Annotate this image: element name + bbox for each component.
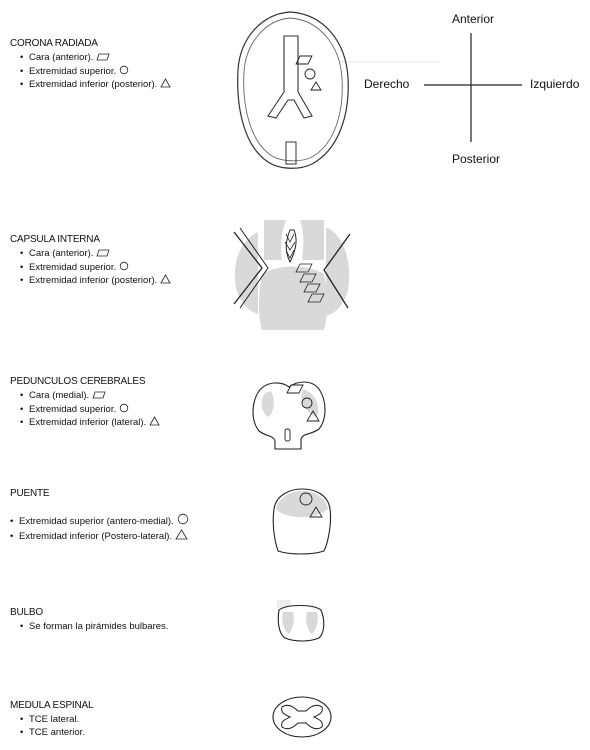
circle-icon bbox=[177, 513, 189, 525]
list-item: •Extremidad superior. bbox=[20, 261, 171, 275]
item-list: •TCE lateral. •TCE anterior. bbox=[10, 714, 93, 739]
section-title: BULBO bbox=[10, 607, 168, 618]
section-title: PEDUNCULOS CEREBRALES bbox=[10, 376, 160, 387]
circle-icon bbox=[119, 403, 129, 413]
item-list: •Cara (anterior). •Extremidad superior. … bbox=[10, 248, 171, 288]
parallelogram-icon bbox=[96, 249, 110, 257]
list-item: •Se forman la pirámides bulbares. bbox=[20, 621, 168, 634]
list-item: •Extremidad inferior (posterior). bbox=[20, 274, 171, 288]
bulbo-diagram bbox=[273, 598, 333, 648]
item-text: Extremidad inferior (posterior). bbox=[29, 275, 157, 286]
parallelogram-icon bbox=[92, 391, 106, 399]
corona-radiada-diagram bbox=[228, 8, 358, 176]
section-medula-espinal: MEDULA ESPINAL •TCE lateral. •TCE anteri… bbox=[10, 700, 93, 739]
item-list: •Extremidad superior (antero-medial). •E… bbox=[10, 513, 189, 545]
section-pedunculos-cerebrales: PEDUNCULOS CEREBRALES •Cara (medial). •E… bbox=[10, 376, 160, 430]
item-list: •Cara (medial). •Extremidad superior. •E… bbox=[10, 390, 160, 430]
list-item: •TCE anterior. bbox=[20, 727, 93, 740]
item-text: Cara (anterior). bbox=[29, 248, 93, 259]
item-text: Extremidad superior. bbox=[29, 262, 116, 273]
item-text: Cara (medial). bbox=[29, 390, 89, 401]
list-item: •Cara (anterior). bbox=[20, 248, 171, 261]
triangle-icon bbox=[175, 529, 188, 540]
item-text: Extremidad inferior (lateral). bbox=[29, 417, 146, 428]
item-text: Se forman la pirámides bulbares. bbox=[29, 621, 168, 632]
circle-icon bbox=[119, 261, 129, 271]
list-item: •Extremidad inferior (Postero-lateral). bbox=[10, 529, 189, 545]
triangle-icon bbox=[149, 416, 160, 426]
list-item: •TCE lateral. bbox=[20, 714, 93, 727]
list-item: •Cara (medial). bbox=[20, 390, 160, 403]
section-capsula-interna: CAPSULA INTERNA •Cara (anterior). •Extre… bbox=[10, 234, 171, 288]
section-title: CAPSULA INTERNA bbox=[10, 234, 171, 245]
section-title: MEDULA ESPINAL bbox=[10, 700, 93, 711]
list-item: •Extremidad superior (antero-medial). bbox=[10, 513, 189, 529]
section-title: PUENTE bbox=[10, 488, 189, 499]
capsula-interna-diagram bbox=[228, 220, 358, 335]
item-list: •Se forman la pirámides bulbares. bbox=[10, 621, 168, 634]
item-text: Extremidad superior (antero-medial). bbox=[19, 516, 174, 527]
item-text: TCE anterior. bbox=[29, 727, 85, 738]
section-puente: PUENTE •Extremidad superior (antero-medi… bbox=[10, 488, 189, 545]
list-item: •Extremidad inferior (lateral). bbox=[20, 416, 160, 430]
list-item: •Extremidad superior. bbox=[20, 403, 160, 417]
pedunculos-diagram bbox=[245, 375, 335, 455]
item-text: Extremidad inferior (Postero-lateral). bbox=[19, 531, 172, 542]
item-text: TCE lateral. bbox=[29, 714, 79, 725]
section-bulbo: BULBO •Se forman la pirámides bulbares. bbox=[10, 607, 168, 634]
triangle-icon bbox=[160, 274, 171, 284]
puente-diagram bbox=[266, 487, 336, 559]
medula-espinal-diagram bbox=[268, 693, 338, 743]
item-text: Extremidad superior. bbox=[29, 404, 116, 415]
